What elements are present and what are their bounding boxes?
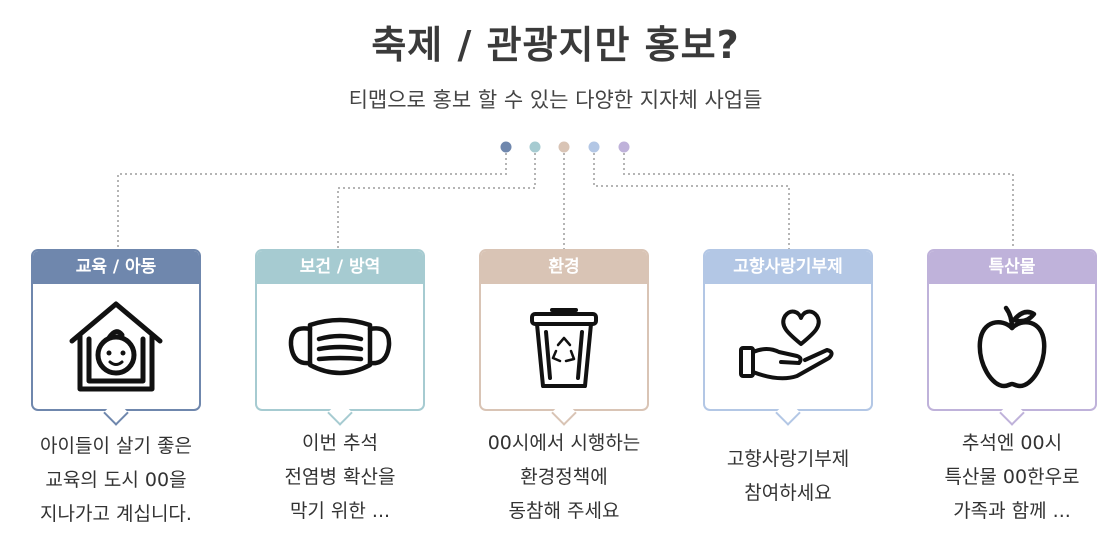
desc-line: 아이들이 살기 좋은 xyxy=(40,435,192,457)
desc-line: 특산물 00한우로 xyxy=(944,466,1080,488)
card-education: 교육 / 아동 xyxy=(31,249,201,426)
card-header-health: 보건 / 방역 xyxy=(257,251,423,284)
dot-education xyxy=(500,141,512,153)
card-header-hometown: 고향사랑기부제 xyxy=(705,251,871,284)
card-header-environment: 환경 xyxy=(481,251,647,284)
dot-health xyxy=(529,141,541,153)
desc-line: 00시에서 시행하는 xyxy=(487,432,641,454)
desc-line: 환경정책에 xyxy=(520,466,608,488)
dot-specialty xyxy=(618,141,630,153)
desc-line: 교육의 도시 00을 xyxy=(45,469,187,491)
page-subtitle: 티맵으로 홍보 할 수 있는 다양한 지자체 사업들 xyxy=(348,88,763,112)
connector-line-hometown xyxy=(593,148,790,249)
desc-line: 동참해 주세요 xyxy=(508,500,620,522)
desc-line: 고향사랑기부제 xyxy=(726,448,850,470)
hand-holding-heart-icon xyxy=(739,309,834,381)
card-header-specialty: 특산물 xyxy=(929,251,1095,284)
card-specialty: 특산물 xyxy=(927,249,1097,426)
apple-icon xyxy=(977,305,1047,388)
page-title: 축제 / 관광지만 홍보? xyxy=(371,23,740,67)
desc-line: 이번 추석 xyxy=(302,432,378,454)
connector-line-health xyxy=(337,148,536,249)
dot-hometown xyxy=(588,141,600,153)
desc-health: 이번 추석 전염병 확산을 막기 위한 ... xyxy=(230,426,450,528)
card-header-education: 교육 / 아동 xyxy=(33,251,199,284)
card-hometown: 고향사랑기부제 xyxy=(703,249,873,426)
desc-line: 추석엔 00시 xyxy=(961,432,1063,454)
house-with-baby-icon xyxy=(69,301,163,391)
dot-environment xyxy=(558,141,570,153)
desc-line: 막기 위한 ... xyxy=(289,500,391,522)
recycle-bin-icon xyxy=(530,307,598,388)
face-mask-icon xyxy=(288,317,392,375)
desc-education: 아이들이 살기 좋은 교육의 도시 00을 지나가고 계십니다. xyxy=(6,429,226,531)
desc-environment: 00시에서 시행하는 환경정책에 동참해 주세요 xyxy=(454,426,674,528)
desc-line: 지나가고 계십니다. xyxy=(40,503,192,525)
desc-hometown: 고향사랑기부제 참여하세요 xyxy=(678,442,898,510)
desc-line: 전염병 확산을 xyxy=(284,466,396,488)
connector-line-specialty xyxy=(623,148,1014,249)
desc-line: 참여하세요 xyxy=(744,482,832,504)
desc-line: 가족과 함께 ... xyxy=(953,500,1071,522)
desc-specialty: 추석엔 00시 특산물 00한우로 가족과 함께 ... xyxy=(902,426,1111,528)
card-environment: 환경 xyxy=(479,249,649,426)
connector-line-education xyxy=(117,148,507,249)
card-health: 보건 / 방역 xyxy=(255,249,425,426)
